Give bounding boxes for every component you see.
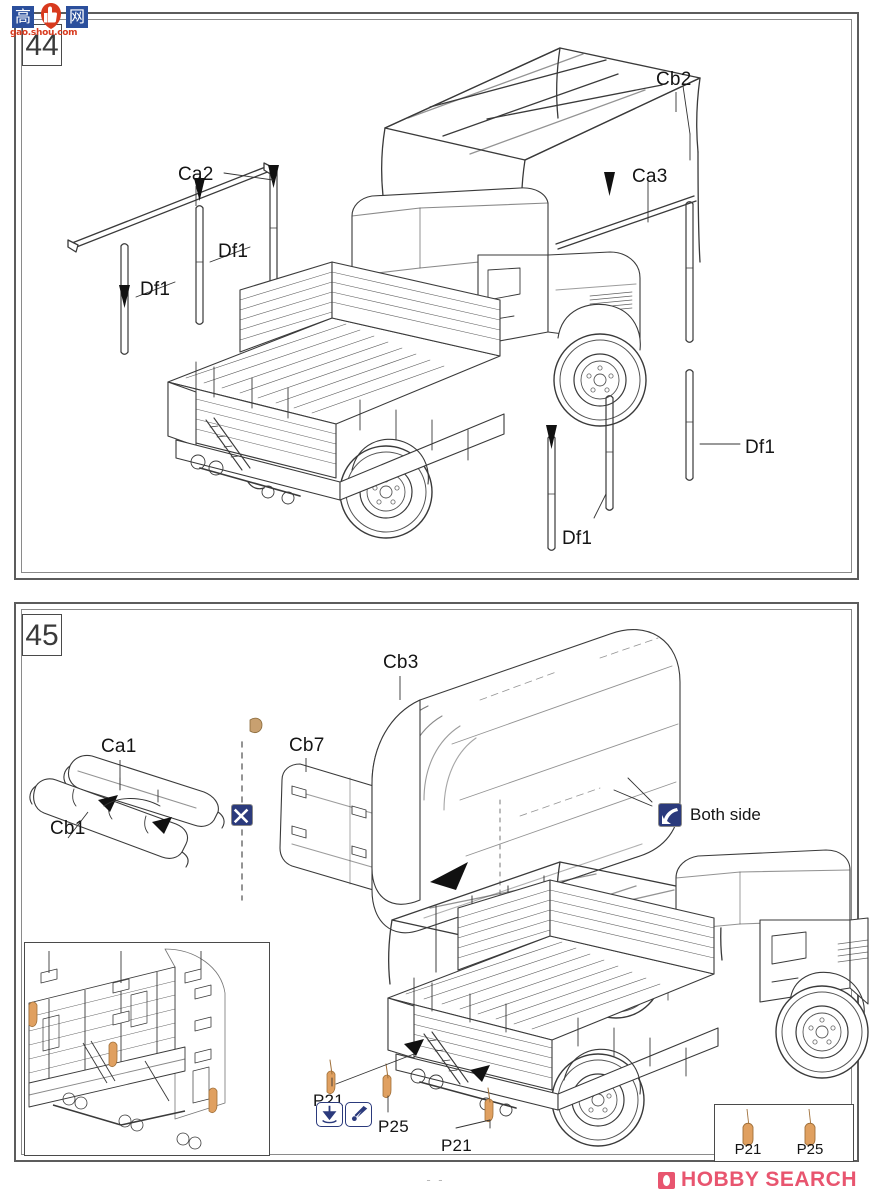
panel-inner-border-45	[21, 609, 852, 1155]
flame-icon	[658, 1171, 676, 1189]
part-label-cb3: Cb3	[383, 652, 419, 673]
part-label-cb7: Cb7	[289, 735, 325, 756]
legend-label-p21: P21	[734, 1141, 762, 1158]
hobby-search-brand-text: HOBBY SEARCH	[681, 1168, 857, 1191]
inset-detail-view	[24, 942, 270, 1156]
hobby-search-logo: HOBBY SEARCH	[658, 1168, 857, 1192]
part-label-p21-right: P21	[441, 1136, 472, 1155]
glue-applicator-icon	[345, 1102, 372, 1127]
part-label-df1-upper: Df1	[218, 241, 249, 262]
part-label-ca2: Ca2	[178, 164, 214, 185]
inset-chassis-drawing	[28, 948, 226, 1150]
part-label-ca1: Ca1	[101, 736, 137, 757]
step-number-44: 44	[22, 24, 62, 66]
part-label-cb1: Cb1	[50, 818, 86, 839]
both-side-annotation: Both side	[658, 803, 761, 827]
parts-legend-box: P21 P25	[714, 1104, 854, 1162]
panel-inner-border-44	[21, 19, 852, 573]
part-label-df1-left: Df1	[140, 279, 171, 300]
legend-label-p25: P25	[796, 1141, 824, 1158]
glue-applicator-glyph	[351, 1105, 368, 1122]
cut-nipper-icon	[231, 804, 253, 826]
page-number: - -	[426, 1172, 445, 1187]
down-arrow-glyph	[322, 1105, 337, 1124]
legend-part-shapes	[742, 1108, 816, 1146]
part-label-ca3: Ca3	[632, 166, 668, 187]
both-side-label: Both side	[690, 805, 761, 824]
down-arrow-icon	[316, 1102, 343, 1127]
step-number-45: 45	[22, 614, 62, 656]
part-label-p25: P25	[378, 1117, 409, 1136]
cut-nipper-glyph	[233, 808, 249, 824]
part-label-cb2: Cb2	[656, 69, 692, 90]
part-label-df1-right: Df1	[745, 437, 776, 458]
part-label-df1-bottom: Df1	[562, 528, 593, 549]
curved-arrow-icon	[658, 803, 682, 827]
curved-arrow-glyph	[662, 808, 678, 824]
